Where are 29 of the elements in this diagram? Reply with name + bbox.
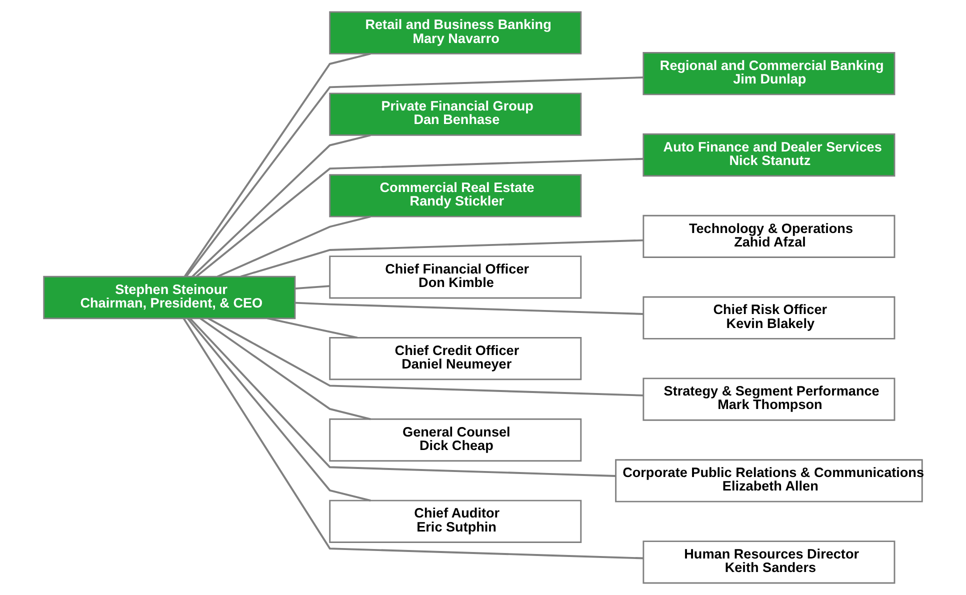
node-box: Retail and Business Banking Mary Navarro [329, 11, 582, 54]
connector [190, 318, 616, 477]
connector [294, 285, 330, 290]
connector [182, 318, 644, 560]
connector [216, 216, 371, 278]
node-box: Regional and Commercial Banking Jim Dunlap [642, 52, 896, 96]
node-box: General Counsel Dick Cheap [329, 418, 582, 462]
node-box: Human Resources Director Keith Sanders [642, 540, 896, 584]
node-box: Technology & Operations Zahid Afzal [642, 214, 896, 258]
connector [267, 317, 358, 339]
node-box: Chief Financial Officer Don Kimble [329, 256, 582, 299]
node-box: Stephen Steinour Chairman, President, & CEO [43, 276, 296, 320]
connector [192, 134, 371, 278]
node-box: Private Financial Group Dan Benhase [329, 92, 582, 136]
connector [184, 52, 371, 277]
node-box: Strategy & Segment Performance Mark Thompson [642, 378, 896, 421]
connector [208, 318, 644, 396]
connector [240, 239, 644, 278]
node-box: Auto Finance and Dealer Services Nick Stanutz [642, 133, 896, 177]
node-box: Chief Auditor Eric Sutphin [329, 500, 582, 543]
node-box: Commercial Real Estate Randy Stickler [329, 174, 582, 218]
node-box: Corporate Public Relations & Communications Elizabeth Allen [615, 459, 923, 502]
connector [187, 318, 371, 502]
node-box: Chief Risk Officer Kevin Blakely [642, 296, 896, 340]
node-box: Chief Credit Officer Daniel Neumeyer [329, 337, 582, 380]
connector [295, 302, 644, 315]
connector [200, 318, 371, 420]
connector [185, 76, 644, 278]
connector [196, 158, 644, 278]
